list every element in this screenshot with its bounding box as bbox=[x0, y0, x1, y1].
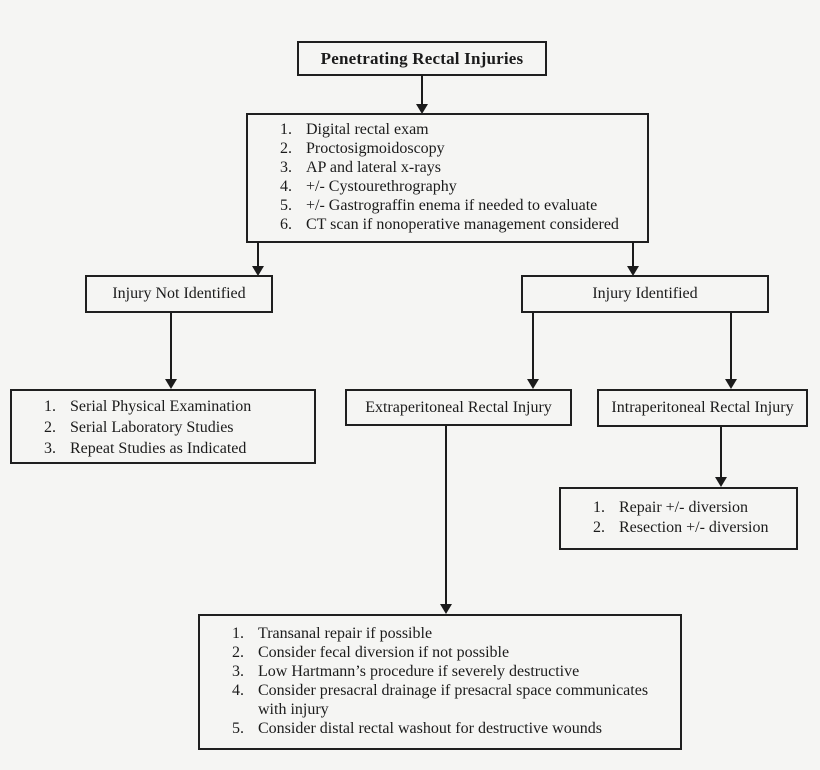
list-item-text: Consider distal rectal washout for destr… bbox=[258, 720, 602, 737]
list-item-text: Low Hartmann’s procedure if severely des… bbox=[258, 663, 580, 680]
list-item-number: 3. bbox=[280, 159, 292, 176]
list-item: 2. Proctosigmoidoscopy bbox=[280, 139, 643, 158]
list-item: 3. Repeat Studies as Indicated bbox=[44, 438, 310, 459]
list-item-text: AP and lateral x-rays bbox=[306, 159, 441, 176]
list-item-number: 1. bbox=[44, 398, 56, 415]
list-item: 6. CT scan if nonoperative management con… bbox=[280, 215, 643, 234]
connector-intraperitoneal bbox=[730, 313, 732, 380]
node-extraperitoneal: Extraperitoneal Rectal Injury bbox=[345, 389, 572, 426]
node-intraperitoneal: Intraperitoneal Rectal Injury bbox=[597, 389, 808, 427]
injury-identified-label: Injury Identified bbox=[592, 285, 698, 302]
list-item-text: Repeat Studies as Indicated bbox=[70, 440, 247, 457]
node-injury-not-identified: Injury Not Identified bbox=[85, 275, 273, 313]
arrowhead-icon bbox=[725, 379, 737, 389]
connector-title-workup bbox=[421, 75, 423, 105]
arrowhead-icon bbox=[715, 477, 727, 487]
list-item: 5. Consider distal rectal washout for des… bbox=[232, 719, 676, 738]
list-item-text: Consider fecal diversion if not possible bbox=[258, 644, 510, 661]
node-observation-list: 1. Serial Physical Examination 2. Serial La… bbox=[10, 389, 316, 464]
connector-workup-identified bbox=[632, 242, 634, 267]
list-item-number: 3. bbox=[232, 663, 244, 680]
intraperitoneal-label: Intraperitoneal Rectal Injury bbox=[611, 399, 794, 416]
node-title: Penetrating Rectal Injuries bbox=[297, 41, 547, 76]
connector-extraperitoneal-mgmt bbox=[445, 426, 447, 605]
list-item: 2. Serial Laboratory Studies bbox=[44, 417, 310, 438]
list-item: 4. Consider presacral drainage if presacr… bbox=[232, 681, 676, 719]
list-item-number: 2. bbox=[232, 644, 244, 661]
list-item-text: Serial Laboratory Studies bbox=[70, 419, 234, 436]
list-item-number: 6. bbox=[280, 216, 292, 233]
list-item-text: Serial Physical Examination bbox=[70, 398, 252, 415]
injury-not-identified-label: Injury Not Identified bbox=[112, 285, 246, 302]
list-item-text: Resection +/- diversion bbox=[619, 519, 769, 536]
arrowhead-icon bbox=[165, 379, 177, 389]
list-item: 1. Transanal repair if possible bbox=[232, 624, 676, 643]
list-item-number: 4. bbox=[232, 682, 244, 699]
list-item-text: Consider presacral drainage if presacral… bbox=[258, 682, 649, 718]
list-item-text: Repair +/- diversion bbox=[619, 499, 748, 516]
node-intraperitoneal-mgmt-list: 1. Repair +/- diversion 2. Resection +/- di… bbox=[559, 487, 798, 550]
list-item: 1. Digital rectal exam bbox=[280, 120, 643, 139]
list-item: 1. Serial Physical Examination bbox=[44, 396, 310, 417]
list-item-text: Digital rectal exam bbox=[306, 121, 429, 138]
list-item: 3. Low Hartmann’s procedure if severely d… bbox=[232, 662, 676, 681]
list-item-number: 4. bbox=[280, 178, 292, 195]
list-item: 3. AP and lateral x-rays bbox=[280, 158, 643, 177]
connector-observation bbox=[170, 313, 172, 380]
list-item-text: +/- Gastrograffin enema if needed to eva… bbox=[306, 197, 598, 214]
list-item-number: 5. bbox=[232, 720, 244, 737]
title-label: Penetrating Rectal Injuries bbox=[320, 48, 524, 68]
arrowhead-icon bbox=[627, 266, 639, 276]
list-item-number: 2. bbox=[593, 519, 605, 536]
list-item-number: 1. bbox=[593, 499, 605, 516]
list-item-number: 3. bbox=[44, 440, 56, 457]
arrowhead-icon bbox=[416, 104, 428, 114]
list-item: 1. Repair +/- diversion bbox=[593, 498, 792, 518]
arrowhead-icon bbox=[252, 266, 264, 276]
list-item-number: 1. bbox=[280, 121, 292, 138]
list-item-number: 5. bbox=[280, 197, 292, 214]
arrowhead-icon bbox=[527, 379, 539, 389]
list-item-text: +/- Cystourethrography bbox=[306, 178, 457, 195]
arrowhead-icon bbox=[440, 604, 452, 614]
extraperitoneal-label: Extraperitoneal Rectal Injury bbox=[365, 398, 552, 416]
list-item-number: 1. bbox=[232, 625, 244, 642]
list-item: 2. Consider fecal diversion if not possib… bbox=[232, 643, 676, 662]
node-workup-list: 1. Digital rectal exam 2. Proctosigmoidosco… bbox=[246, 113, 649, 243]
connector-intraperitoneal-mgmt bbox=[720, 427, 722, 478]
connector-extraperitoneal bbox=[532, 313, 534, 380]
list-item: 4. +/- Cystourethrography bbox=[280, 177, 643, 196]
node-extraperitoneal-mgmt-list: 1. Transanal repair if possible 2. Consider… bbox=[198, 614, 682, 750]
list-item-text: Proctosigmoidoscopy bbox=[306, 140, 445, 157]
list-item-number: 2. bbox=[44, 419, 56, 436]
list-item: 5. +/- Gastrograffin enema if needed to e… bbox=[280, 196, 643, 215]
list-item-text: CT scan if nonoperative management consi… bbox=[306, 216, 619, 233]
connector-workup-not-identified bbox=[257, 242, 259, 267]
list-item-text: Transanal repair if possible bbox=[258, 625, 433, 642]
node-injury-identified: Injury Identified bbox=[521, 275, 769, 313]
list-item: 2. Resection +/- diversion bbox=[593, 518, 792, 538]
list-item-number: 2. bbox=[280, 140, 292, 157]
